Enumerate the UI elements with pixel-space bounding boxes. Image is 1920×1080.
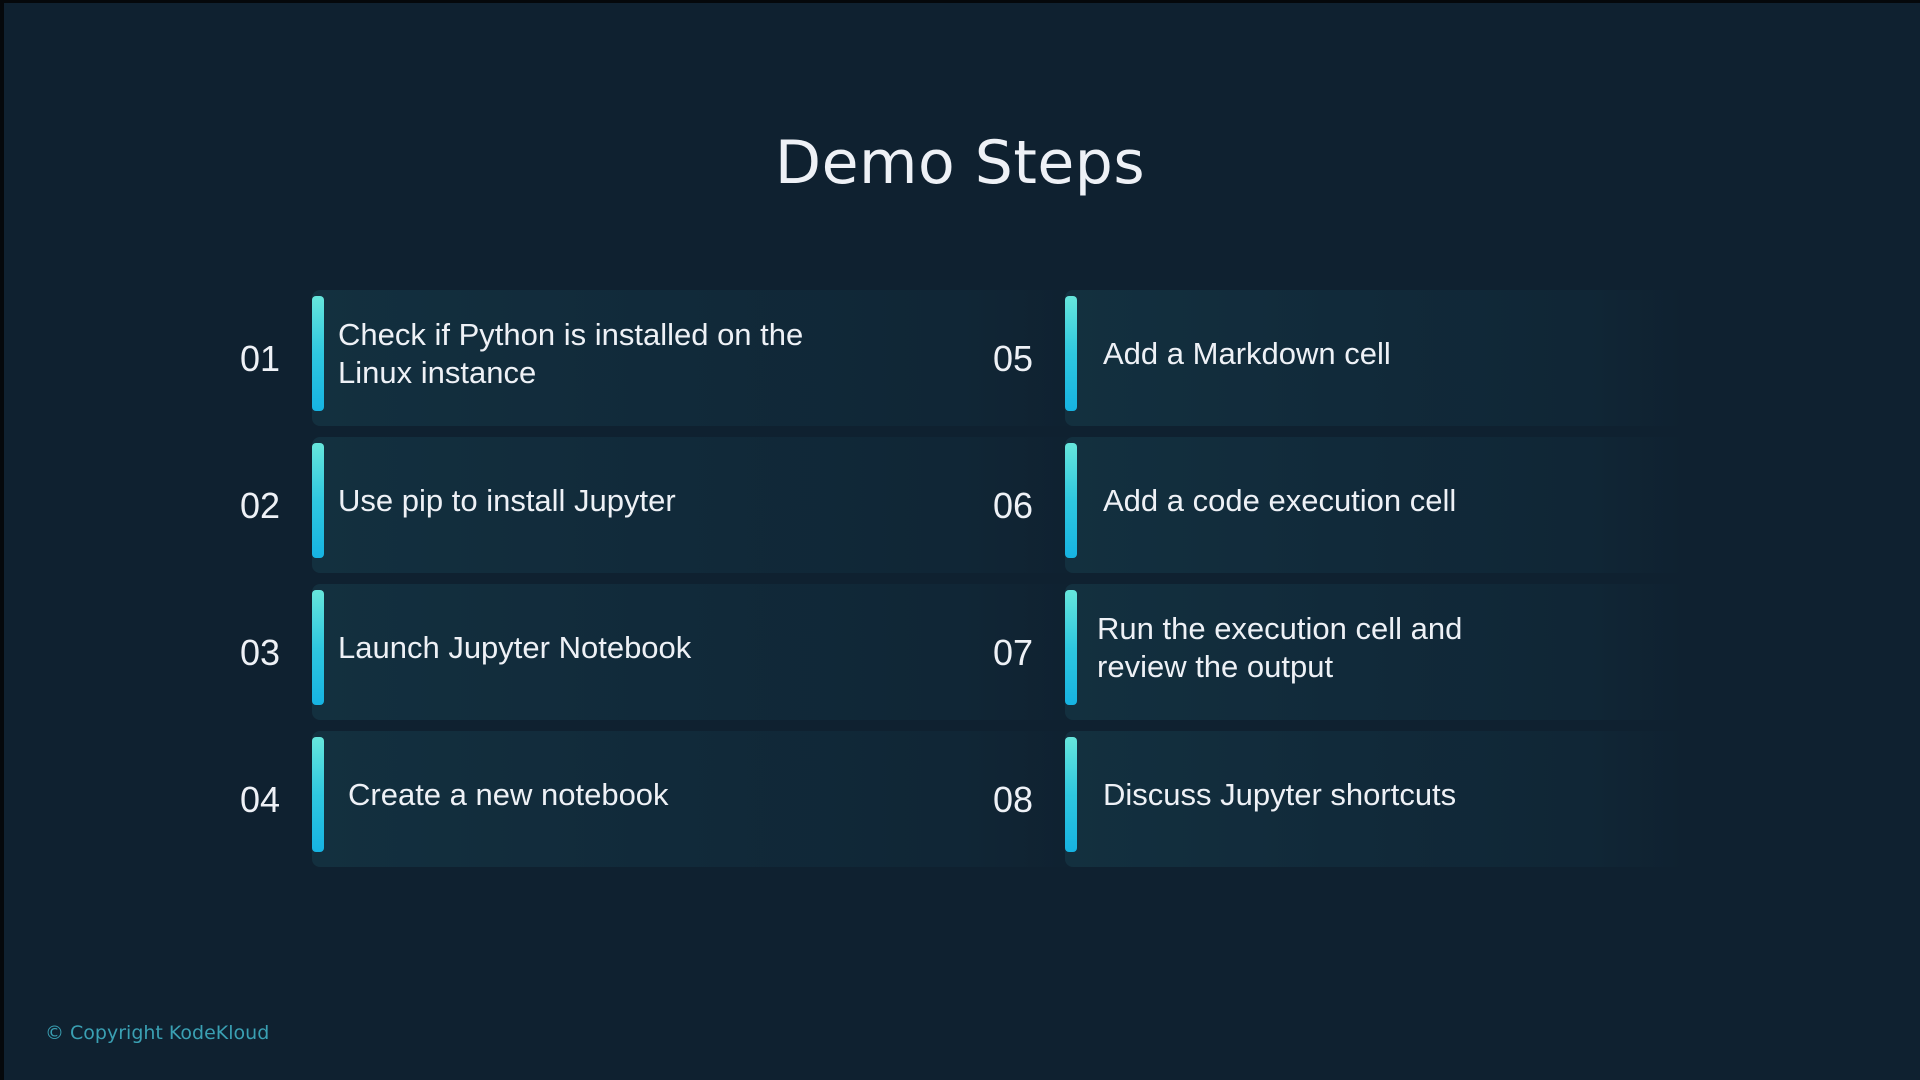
accent-bar — [312, 443, 324, 558]
step-label: Check if Python is installed on the Linu… — [338, 316, 804, 390]
left-edge — [0, 0, 4, 1080]
accent-bar — [312, 296, 324, 411]
accent-bar — [1065, 296, 1077, 411]
step-number: 05 — [993, 338, 1034, 379]
step-number: 07 — [993, 632, 1034, 673]
step-card — [1065, 731, 1685, 867]
step-card — [312, 584, 1082, 720]
copyright-text: © Copyright KodeKloud — [45, 1022, 270, 1044]
accent-bar — [312, 590, 324, 705]
step-label: Use pip to install Jupyter — [338, 482, 676, 518]
step-card — [1065, 437, 1685, 573]
accent-bar — [1065, 737, 1077, 852]
step-number: 01 — [240, 338, 281, 379]
step-card — [1065, 584, 1685, 720]
slide-title: Demo Steps — [774, 128, 1146, 199]
step-label: Run the execution cell and review the ou… — [1097, 610, 1463, 684]
step-label: Add a Markdown cell — [1103, 335, 1391, 371]
step-label: Create a new notebook — [348, 776, 669, 812]
step-card — [312, 290, 1082, 426]
accent-bar — [1065, 443, 1077, 558]
top-edge — [0, 0, 1920, 3]
accent-bar — [312, 737, 324, 852]
step-number: 06 — [993, 485, 1034, 526]
step-number: 04 — [240, 779, 281, 820]
step-label: Add a code execution cell — [1103, 482, 1457, 518]
step-label: Discuss Jupyter shortcuts — [1103, 776, 1457, 812]
step-number: 02 — [240, 485, 281, 526]
step-number: 08 — [993, 779, 1034, 820]
step-label: Launch Jupyter Notebook — [338, 629, 692, 665]
step-card — [312, 731, 1082, 867]
accent-bar — [1065, 590, 1077, 705]
step-card — [1065, 290, 1685, 426]
step-number: 03 — [240, 632, 281, 673]
step-card — [312, 437, 1082, 573]
